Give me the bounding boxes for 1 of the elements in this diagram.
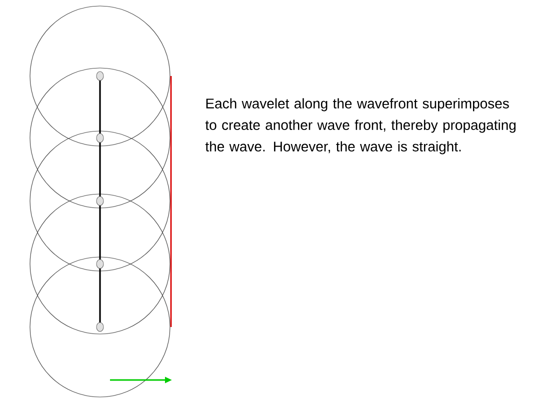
description-text: Each wavelet along the wavefront superimposes to create another wave front, thereby propagating the wave. However, the wave is straight. [205,98,516,154]
